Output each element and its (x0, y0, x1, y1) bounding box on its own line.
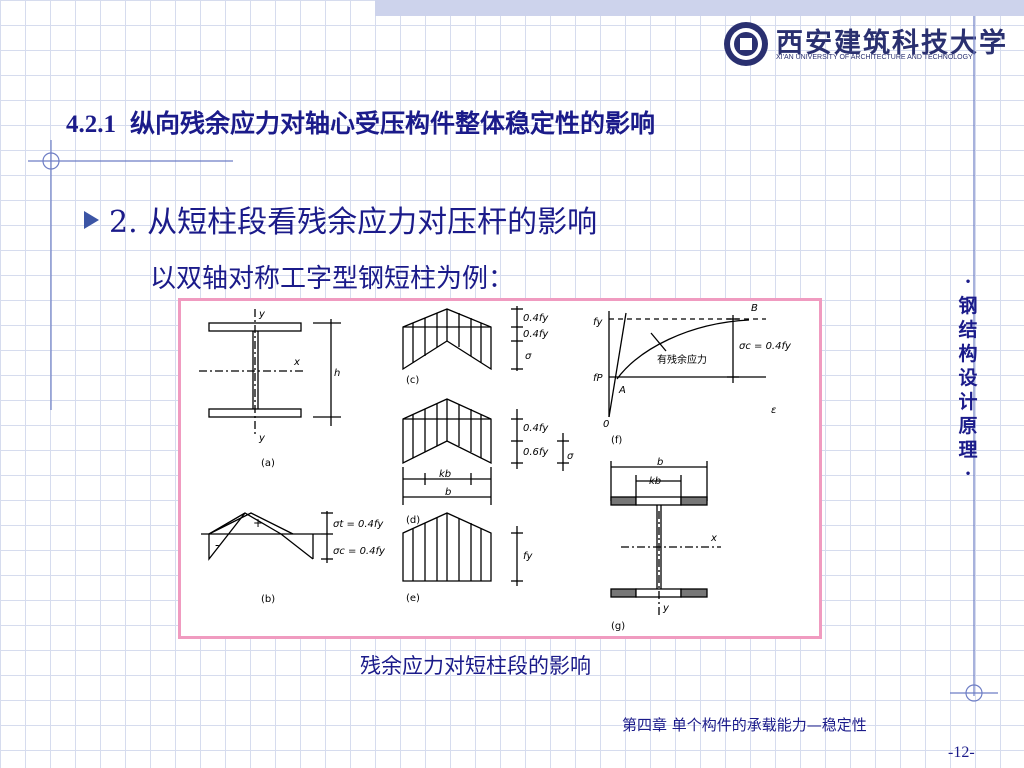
side-title-char: 构 (958, 343, 978, 365)
bullet-point: 2. 从短柱段看残余应力对压杆的影响 (84, 197, 597, 241)
panel-g-section: b kb x y (g) (610, 457, 721, 632)
university-logo: 西安建筑科技大学 XI'AN UNIVERSITY OF ARCHITECTUR… (722, 20, 1006, 70)
panel-f-stress-strain-curve: fy fP A B 0 ε 有残余应力 σc = 0.4fy (f) (593, 303, 792, 446)
bullet-text: 2. 从短柱段看残余应力对压杆的影响 (109, 205, 598, 240)
section-title: 4.2.1 纵向残余应力对轴心受压构件整体稳定性的影响 (66, 104, 655, 140)
a-y-top-label: y (258, 309, 266, 320)
section-number: 4.2.1 (66, 111, 116, 138)
top-accent-bar (375, 0, 1024, 16)
g-kb-label: kb (649, 476, 661, 487)
side-course-title: · 钢结构设计原理 · (955, 270, 981, 486)
d-04fy: 0.4fy (523, 423, 549, 434)
g-x-label: x (710, 533, 717, 544)
bullet-arrow-icon (84, 211, 99, 229)
panel-c-stress-diagram: 0.4fy 0.4fy σ (c) (402, 306, 549, 386)
f-caption: (f) (611, 435, 622, 446)
right-crosshair-decoration (950, 16, 998, 702)
section-title-text: 纵向残余应力对轴心受压构件整体稳定性的影响 (130, 109, 656, 138)
d-06fy: 0.6fy (523, 447, 549, 458)
d-kb-label: kb (439, 469, 451, 480)
page-number: -12- (948, 744, 975, 761)
side-title-char: 结 (958, 319, 978, 341)
e-fy: fy (523, 551, 534, 562)
f-fp-label: fP (593, 373, 604, 384)
f-sigma-c-label: σc = 0.4fy (739, 341, 792, 352)
g-b-label: b (657, 457, 663, 468)
panel-e-stress-diagram: fy (e) (402, 512, 534, 604)
c-caption: (c) (406, 375, 419, 386)
a-caption: (a) (261, 458, 275, 469)
c-04fy-top: 0.4fy (523, 313, 549, 324)
logo-chinese-name: 西安建筑科技大学 (776, 28, 1008, 59)
b-plus-sign: + (253, 516, 263, 530)
a-h-label: h (334, 368, 340, 379)
residual-stress-figure: y y x h (a) + - σt = 0.4fy σc = 0.4fy (b… (178, 298, 822, 639)
f-curve-label: 有残余应力 (657, 353, 707, 366)
example-text: 以双轴对称工字型钢短柱为例： (150, 264, 515, 294)
side-title-dot-top: · (964, 271, 972, 293)
side-title-char: 钢 (958, 295, 978, 317)
left-crosshair-decoration (28, 140, 233, 410)
f-a-label: A (618, 385, 626, 396)
side-title-dot-bottom: · (964, 463, 972, 485)
c-04fy-mid: 0.4fy (523, 329, 549, 340)
c-sigma: σ (525, 351, 532, 362)
b-sigma-t: σt = 0.4fy (333, 519, 384, 530)
d-b-label: b (445, 487, 451, 498)
panel-a-i-section: y y x h (a) (199, 309, 341, 469)
side-title-char: 理 (958, 439, 978, 461)
f-epsilon-label: ε (771, 405, 777, 416)
f-fy-label: fy (593, 317, 604, 328)
panel-d-stress-diagram: 0.4fy 0.6fy σ kb b (d) (402, 398, 574, 526)
g-y-label: y (662, 603, 670, 614)
b-caption: (b) (261, 594, 275, 605)
side-title-char: 原 (958, 415, 978, 437)
panel-b-stress-diagram: + - σt = 0.4fy σc = 0.4fy (b) (201, 511, 386, 605)
logo-english-name: XI'AN UNIVERSITY OF ARCHITECTURE AND TEC… (776, 54, 973, 61)
chapter-footer: 第四章 单个构件的承载能力—稳定性 (622, 716, 867, 734)
d-sigma: σ (567, 451, 574, 462)
figure-caption: 残余应力对短柱段的影响 (360, 654, 591, 678)
figure-drawing: y y x h (a) + - σt = 0.4fy σc = 0.4fy (b… (199, 303, 792, 632)
side-title-char: 设 (958, 367, 978, 389)
side-title-text: 钢结构设计原理 (955, 294, 981, 462)
side-title-char: 计 (958, 391, 978, 413)
e-caption: (e) (406, 593, 420, 604)
d-caption: (d) (406, 515, 420, 526)
b-sigma-c: σc = 0.4fy (333, 546, 386, 557)
g-caption: (g) (611, 621, 625, 632)
a-y-bottom-label: y (258, 433, 266, 444)
f-b-label: B (751, 303, 758, 314)
f-origin-label: 0 (603, 419, 609, 430)
f-curve (616, 319, 750, 380)
a-x-label: x (293, 357, 300, 368)
b-minus-sign: - (215, 538, 219, 552)
university-seal-icon (724, 22, 768, 66)
